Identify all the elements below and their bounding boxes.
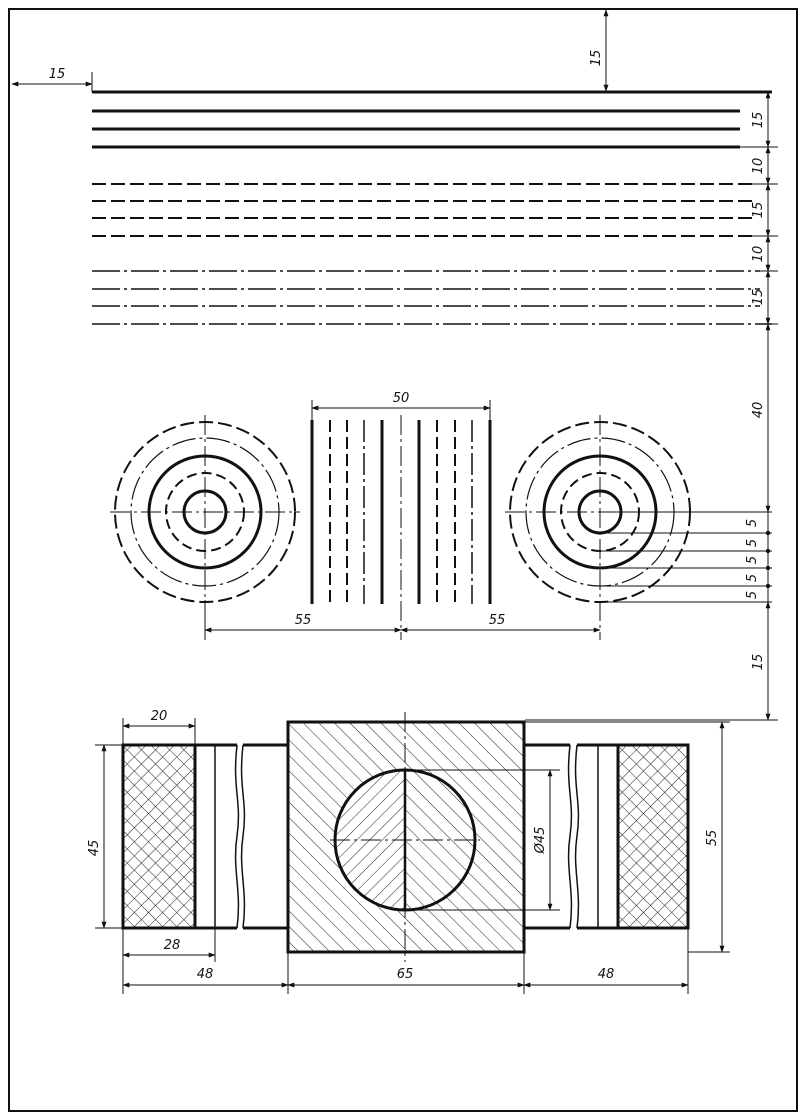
solid-spacing-label: 15 — [751, 112, 766, 129]
dashed-lines — [92, 183, 752, 237]
vertical-line-block — [310, 415, 492, 640]
knurl-width-label: 20 — [151, 709, 168, 724]
line-block-width-label: 50 — [393, 391, 410, 406]
hole-diameter-label: Ø45 — [533, 827, 548, 855]
knurl-to-break-dimension — [122, 928, 216, 962]
gap-to-part-label: 15 — [751, 654, 766, 671]
left-circle-set — [110, 415, 300, 640]
solid-lines — [92, 90, 772, 149]
block-height-dimension — [524, 721, 730, 953]
ring-dots — [765, 530, 771, 589]
gap-solid-dashed-label: 10 — [751, 158, 766, 175]
ring-width-label-4: 5 — [745, 574, 760, 582]
center-block — [286, 712, 526, 962]
left-segment-label: 48 — [197, 967, 214, 982]
right-center-distance-label: 55 — [489, 613, 506, 628]
line-spacing-dimensions — [740, 91, 778, 513]
left-margin-label: 15 — [49, 67, 66, 82]
bottom-length-dimensions — [122, 928, 689, 994]
ring-width-label-2: 5 — [745, 539, 760, 547]
right-segment-label: 48 — [598, 967, 615, 982]
hole-diameter-dimension — [405, 769, 560, 911]
part-height-dimension — [95, 744, 123, 929]
gap-dashed-dashdot-label: 10 — [751, 246, 766, 263]
ring-width-label-5: 5 — [745, 591, 760, 599]
dashdot-spacing-label: 15 — [751, 289, 766, 306]
left-shaft — [121, 743, 288, 930]
center-block-label: 65 — [397, 967, 414, 982]
knurl-to-break-label: 28 — [164, 938, 181, 953]
block-height-label: 55 — [705, 830, 720, 847]
part-height-label: 45 — [87, 840, 102, 857]
left-margin-dimension: 15 — [11, 67, 93, 92]
right-shaft — [524, 743, 690, 930]
top-margin-label: 15 — [589, 50, 604, 67]
line-block-width-dimension — [311, 400, 491, 420]
left-center-distance-label: 55 — [295, 613, 312, 628]
top-margin-dimension: 15 — [589, 9, 609, 92]
knurl-width-dimension — [122, 718, 196, 745]
gap-to-circles-label: 40 — [751, 402, 766, 419]
gap-to-part-dimension — [525, 601, 778, 721]
dashed-spacing-label: 15 — [751, 202, 766, 219]
ring-width-label-1: 5 — [745, 519, 760, 527]
ring-width-label-3: 5 — [745, 556, 760, 564]
dash-dot-lines — [92, 270, 772, 325]
sheet-frame — [8, 8, 798, 1112]
right-circle-set — [505, 415, 695, 640]
